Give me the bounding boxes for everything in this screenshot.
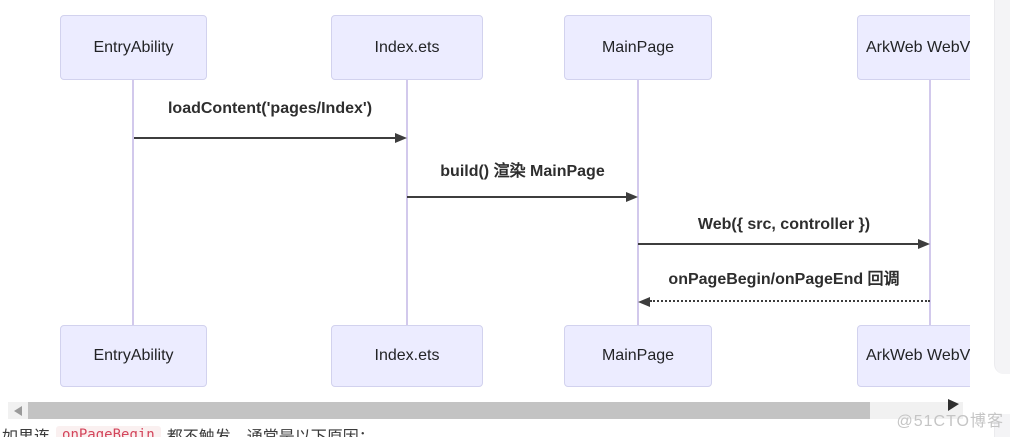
actor-mainpage-top: MainPage (564, 15, 712, 80)
message-4-line (650, 300, 930, 302)
scroll-right-icon[interactable] (948, 399, 959, 411)
actor-entryability-top: EntryAbility (60, 15, 207, 80)
article-text-suffix: 都不触发，通常是以下原因： (167, 423, 375, 437)
inline-code: onPageBegin (56, 426, 161, 437)
lifeline-entryability (132, 80, 134, 325)
actor-label: EntryAbility (93, 347, 174, 364)
message-4-label: onPageBegin/onPageEnd 回调 (668, 271, 900, 288)
message-1-line (134, 137, 395, 139)
actor-mainpage-bottom: MainPage (564, 325, 712, 387)
page-gutter-strip-top (994, 0, 1010, 374)
article-paragraph: 如果连 onPageBegin 都不触发，通常是以下原因： (2, 423, 375, 437)
actor-arkweb-bottom: ArkWeb WebView (857, 325, 970, 387)
lifeline-arkweb (929, 80, 931, 325)
actor-label: MainPage (601, 347, 675, 364)
scroll-left-icon[interactable] (14, 406, 22, 416)
actor-label: EntryAbility (93, 38, 174, 56)
message-3-label: Web({ src, controller }) (697, 216, 871, 233)
message-2-arrowhead (626, 192, 638, 202)
message-2-line (407, 196, 626, 198)
message-2-label: build() 渲染 MainPage (440, 163, 605, 180)
actor-entryability-bottom: EntryAbility (60, 325, 207, 387)
page-gutter-strip-bottom (994, 414, 1010, 437)
message-4-arrowhead (638, 297, 650, 307)
message-3-arrowhead (918, 239, 930, 249)
actor-label: MainPage (601, 38, 675, 56)
sequence-diagram: EntryAbility Index.ets MainPage ArkWeb W… (60, 15, 970, 387)
message-3-line (638, 243, 918, 245)
actor-arkweb-top: ArkWeb WebView (857, 15, 970, 80)
actor-label: Index.ets (374, 38, 440, 56)
message-1-arrowhead (395, 133, 407, 143)
actor-label: ArkWeb WebView (865, 38, 970, 56)
lifeline-indexets (406, 80, 408, 325)
article-text-prefix: 如果连 (2, 423, 50, 437)
hscrollbar-thumb[interactable] (28, 402, 870, 419)
actor-indexets-bottom: Index.ets (331, 325, 483, 387)
watermark: @51CTO博客 (896, 413, 1004, 430)
actor-indexets-top: Index.ets (331, 15, 483, 80)
lifeline-mainpage (637, 80, 639, 325)
actor-label: ArkWeb WebView (865, 347, 970, 364)
message-1-label: loadContent('pages/Index') (167, 100, 373, 117)
actor-label: Index.ets (374, 347, 440, 364)
